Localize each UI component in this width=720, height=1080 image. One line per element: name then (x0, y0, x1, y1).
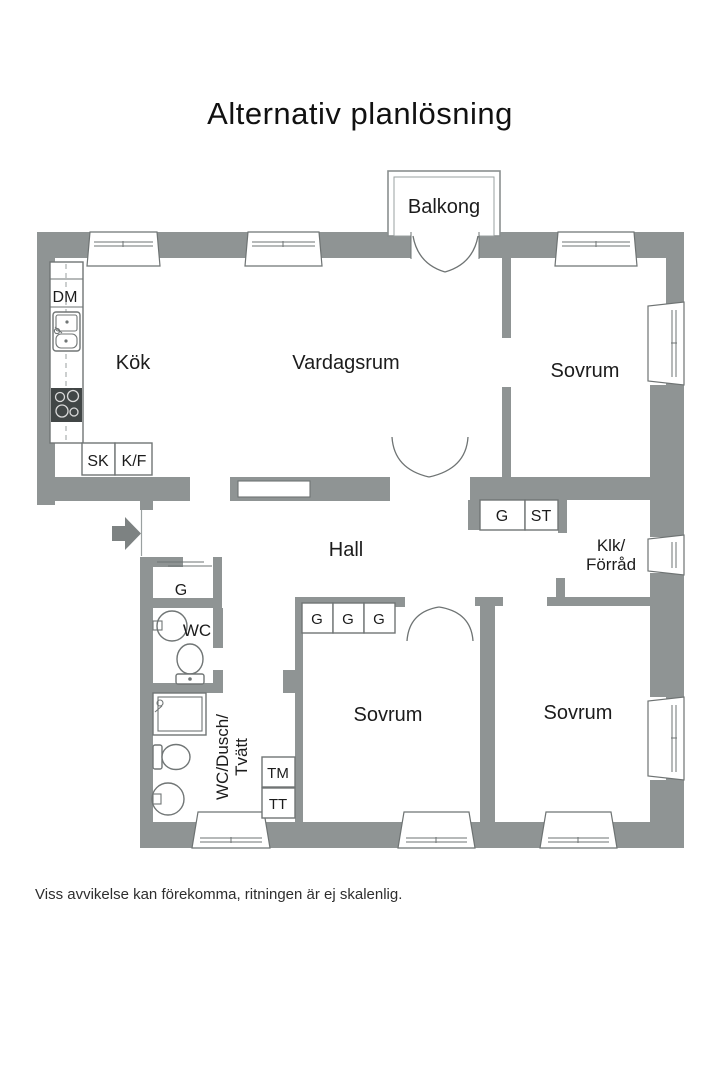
windows (86, 231, 685, 849)
entry-arrow-icon (112, 517, 141, 550)
room-label-storage-line1: Klk/ (597, 536, 626, 555)
wc-fixtures (152, 610, 205, 685)
room-label-bedroom-mid: Sovrum (354, 704, 423, 726)
bathroom-fixtures (151, 692, 207, 816)
label-wardrobe-3: G (373, 611, 385, 628)
wall-bath-stub (283, 670, 295, 693)
doors (112, 436, 474, 642)
wall-bedroommid-north (295, 597, 405, 607)
wall-hall-north-east (470, 477, 684, 500)
linen-closet-box (524, 499, 559, 531)
label-hall-wardrobe: G (496, 508, 508, 525)
tumble-dryer-box (261, 787, 296, 819)
window-icon (244, 231, 323, 267)
label-entry-wardrobe: G (175, 582, 187, 599)
window-icon (647, 534, 685, 576)
window-icon (539, 811, 618, 849)
window-icon (554, 231, 638, 267)
wall-bedrooms-tcap (475, 597, 503, 606)
room-label-kitchen: Kök (116, 352, 151, 374)
kitchen-fixtures (49, 261, 153, 476)
room-label-living-room: Vardagsrum (292, 352, 399, 374)
wall-kitchen-south (37, 477, 190, 501)
wall-storage-south (547, 597, 666, 606)
sliding-door-pocket (237, 480, 311, 498)
window-icon (191, 811, 271, 849)
page-title: Alternativ planlösning (207, 96, 513, 131)
room-label-bathroom: WC/Dusch/Tvätt (213, 714, 251, 800)
wall-bedroomtop-west-a (502, 258, 511, 338)
toilet-icon (152, 743, 191, 771)
washbasin-icon (152, 610, 188, 642)
label-tumble-dryer: TT (269, 796, 287, 813)
room-label-bedroom-top: Sovrum (551, 360, 620, 382)
wall-wc-east-upper (213, 608, 223, 648)
label-dishwasher: DM (53, 289, 78, 306)
window-icon (647, 696, 685, 781)
washbasin-icon (151, 782, 185, 816)
wall-right-pad-1 (650, 385, 684, 537)
balcony-inner-line (393, 176, 495, 237)
room-label-wc: WC (183, 621, 211, 640)
label-fridge-freezer: K/F (122, 453, 147, 470)
wall-right-pad-2 (650, 573, 684, 697)
balcony-door-opening (411, 231, 479, 259)
fridge-freezer-box (114, 442, 153, 476)
room-label-hall: Hall (329, 539, 363, 561)
wall-between-bedrooms (480, 606, 495, 822)
wall-storage-west-upper (558, 498, 567, 533)
closets (157, 499, 559, 819)
wall-entry-stub (140, 500, 153, 510)
label-wardrobe-1: G (311, 611, 323, 628)
label-cleaning-closet: SK (87, 453, 109, 470)
room-labels: Balkong Kök Vardagsrum Sovrum Hall Klk/ … (116, 196, 636, 800)
wall-entrycloset-east (213, 557, 222, 608)
double-door-icon (406, 606, 474, 642)
wall-bedroommid-west (295, 597, 303, 822)
wardrobe-box (332, 602, 365, 634)
sink-icon (52, 311, 81, 352)
label-linen-closet: ST (531, 508, 552, 525)
wall-bath-north (153, 683, 223, 693)
wardrobe-box (301, 602, 334, 634)
label-wardrobe-2: G (342, 611, 354, 628)
wardrobe-box (363, 602, 396, 634)
entry-wardrobe-rod (157, 561, 212, 567)
washing-machine-box (261, 756, 296, 788)
label-washing-machine: TM (267, 765, 289, 782)
window-icon (647, 301, 685, 386)
window-icon (86, 231, 161, 267)
room-label-storage-line2: Förråd (586, 555, 636, 574)
wall-wc-north (153, 598, 222, 608)
disclaimer-text: Viss avvikelse kan förekomma, ritningen … (35, 886, 403, 903)
toilet-icon (175, 643, 205, 685)
room-label-bedroom-right: Sovrum (544, 702, 613, 724)
balcony (387, 170, 501, 273)
shower-icon (152, 692, 207, 736)
stove-icon (51, 388, 82, 422)
room-label-balcony: Balkong (408, 196, 480, 218)
wall-left-lower (140, 557, 153, 848)
window-icon (397, 811, 476, 849)
wall-gst-west (468, 500, 480, 530)
wall-storage-west-lower (556, 578, 565, 597)
wall-bedroomtop-west-b (502, 387, 511, 477)
wall-right-pad-3 (650, 780, 684, 822)
fixture-labels: DM SK K/F G ST G G G G TM TT (53, 289, 552, 813)
wall-wc-east-lower (213, 670, 223, 693)
double-door-icon (412, 235, 479, 273)
double-door-icon (391, 436, 469, 478)
